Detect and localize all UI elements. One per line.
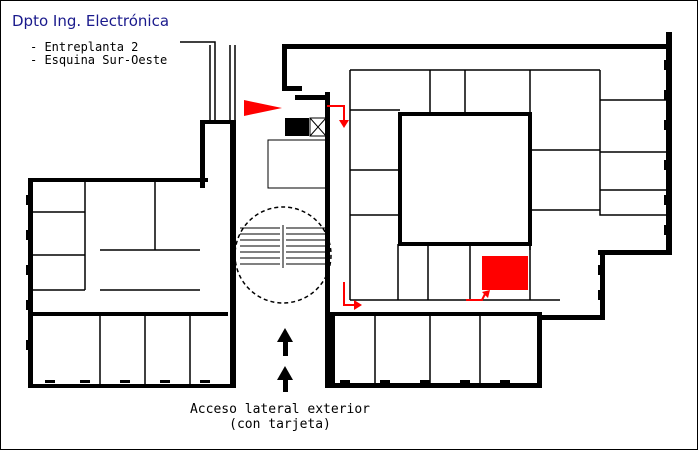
entrance-arrow-icon xyxy=(244,100,282,116)
access-caption-line2: (con tarjeta) xyxy=(229,417,331,432)
destination-office-highlight xyxy=(482,256,528,290)
interior-walls xyxy=(33,41,666,384)
elevator-icon xyxy=(267,117,327,189)
location-note-corner: - Esquina Sur-Oeste xyxy=(30,53,168,67)
window-markers xyxy=(26,46,667,383)
route-arrow-icon xyxy=(327,105,487,306)
stair-icon xyxy=(234,206,332,304)
access-caption-line1: Acceso lateral exterior xyxy=(189,402,370,417)
outer-walls xyxy=(28,32,672,388)
location-note-floor: - Entreplanta 2 xyxy=(30,40,139,54)
map-title: Dpto Ing. Electrónica xyxy=(12,12,170,30)
route-arrowheads xyxy=(339,120,490,310)
access-arrow-icon xyxy=(277,328,293,392)
